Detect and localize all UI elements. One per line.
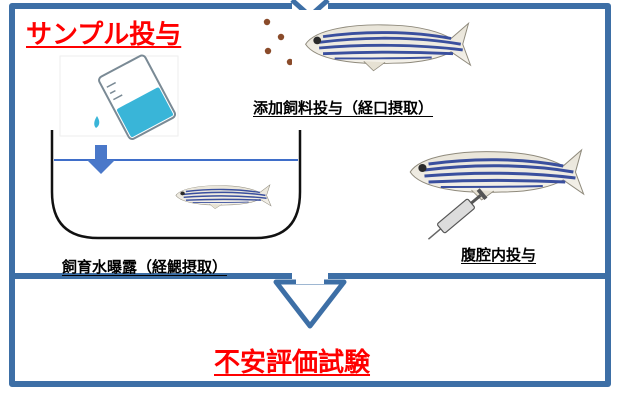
feed-dosing-label: 添加飼料投与（経口摂取） [253,99,434,117]
anxiety-test-frame [9,276,611,387]
food-pellets [263,18,294,66]
intraperitoneal-dosing-label: 腹腔内投与 [461,246,537,264]
fish-injection-illustration [394,140,590,240]
sample-dosing-frame [9,3,611,279]
dose-arrow [87,145,115,174]
down-arrow [273,279,347,329]
sample-dosing-title: サンプル投与 [26,20,182,50]
vial-pouring-icon [59,54,179,140]
fish-feeding-illustration [292,10,472,77]
water-exposure-label: 飼育水曝露（経鰓摂取） [62,258,228,276]
arrow-gap [296,270,324,284]
water-tank [50,130,302,240]
fish-in-tank [168,180,275,210]
anxiety-test-title: 不安評価試験 [214,348,371,378]
